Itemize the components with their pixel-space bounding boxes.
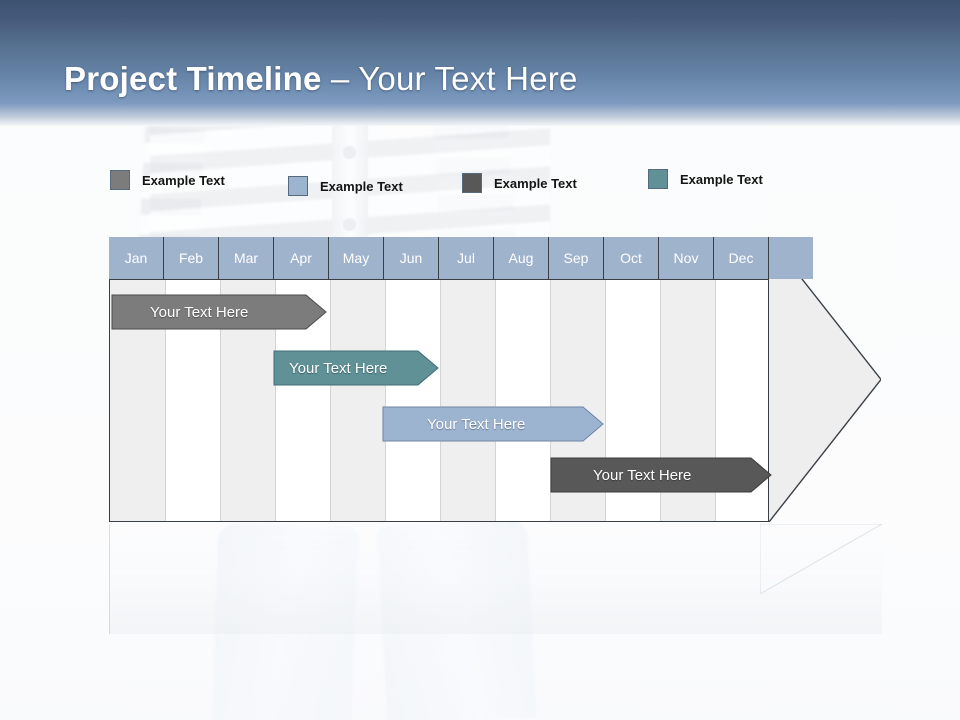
timeline-column-divider: [715, 238, 716, 521]
month-header-jan[interactable]: Jan: [109, 237, 164, 279]
legend-swatch-blue-icon: [288, 176, 308, 196]
legend-item-2[interactable]: Example Text: [288, 176, 403, 196]
legend-item-1[interactable]: Example Text: [110, 170, 225, 190]
legend-label-1: Example Text: [142, 172, 225, 188]
timeline-column-divider: [660, 238, 661, 521]
page-title-separator: –: [321, 60, 359, 97]
page-title-light: Your Text Here: [358, 60, 578, 97]
month-header-apr[interactable]: Apr: [274, 237, 329, 279]
page-title-bold: Project Timeline: [64, 60, 322, 97]
month-header-feb[interactable]: Feb: [164, 237, 219, 279]
timeline-column-jul: [440, 238, 495, 521]
legend-label-2: Example Text: [320, 178, 403, 194]
legend-swatch-gray-icon: [110, 170, 130, 190]
legend-item-4[interactable]: Example Text: [648, 169, 763, 189]
legend-swatch-darkgray-icon: [462, 173, 482, 193]
month-header-jul[interactable]: Jul: [439, 237, 494, 279]
month-header-aug[interactable]: Aug: [494, 237, 549, 279]
timeline-bar-3[interactable]: Your Text Here: [382, 406, 604, 442]
timeline-column-divider: [495, 238, 496, 521]
month-header-oct[interactable]: Oct: [604, 237, 659, 279]
timeline-column-divider: [605, 238, 606, 521]
timeline-column-jan: [110, 238, 165, 521]
month-header-jun[interactable]: Jun: [384, 237, 439, 279]
timeline-column-mar: [220, 238, 275, 521]
month-header-sep[interactable]: Sep: [549, 237, 604, 279]
month-header-mar[interactable]: Mar: [219, 237, 274, 279]
legend-swatch-teal-icon: [648, 169, 668, 189]
timeline-column-feb: [165, 238, 220, 521]
page-title: Project Timeline – Your Text Here: [64, 60, 578, 98]
timeline-column-divider: [165, 238, 166, 521]
month-header-may[interactable]: May: [329, 237, 384, 279]
legend-label-4: Example Text: [680, 171, 763, 187]
timeline-bar-2[interactable]: Your Text Here: [273, 350, 439, 386]
timeline-column-aug: [495, 238, 550, 521]
legend-item-3[interactable]: Example Text: [462, 173, 577, 193]
month-header-dec[interactable]: Dec: [714, 237, 769, 279]
month-header-nov[interactable]: Nov: [659, 237, 714, 279]
legend-label-3: Example Text: [494, 175, 577, 191]
timeline-column-divider: [220, 238, 221, 521]
timeline-bar-4[interactable]: Your Text Here: [550, 457, 772, 493]
legend: Example Text Example Text Example Text E…: [0, 168, 960, 196]
timeline-column-divider: [440, 238, 441, 521]
timeline-column-divider: [550, 238, 551, 521]
timeline-bar-1[interactable]: Your Text Here: [111, 294, 327, 330]
header-band: [0, 0, 960, 126]
header-underline: [109, 279, 769, 280]
